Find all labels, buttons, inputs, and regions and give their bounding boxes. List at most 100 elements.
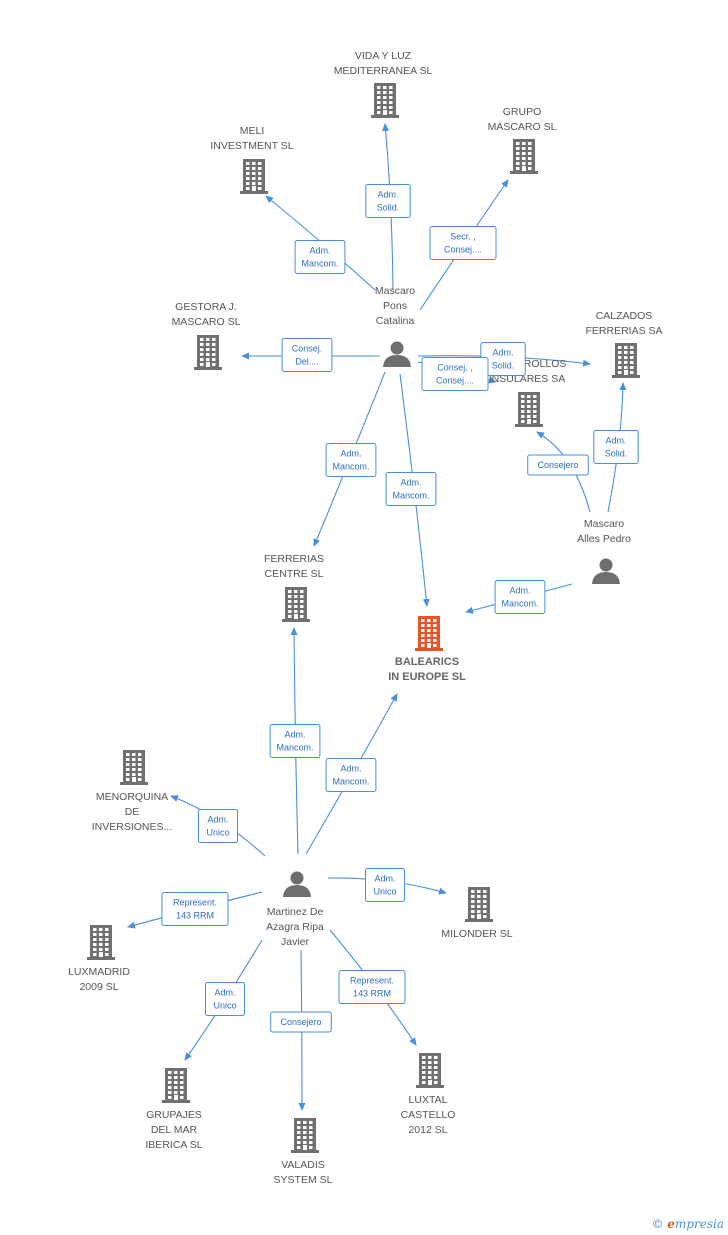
edge-pons-to-vida-label[interactable]: Adm.Solid. [365, 184, 411, 218]
edge-pons-to-calzados-label[interactable]: Adm.Solid. [480, 342, 526, 376]
edge-label-text: Solid. [492, 361, 515, 371]
building-icon [282, 587, 310, 622]
node-label: Mascaro [375, 285, 415, 297]
node-label: MASCARO SL [488, 121, 557, 133]
node-label: LUXMADRID [68, 966, 130, 978]
edge-label-box [269, 724, 321, 758]
node-label: MASCARO SL [172, 316, 241, 328]
edge-label-box [270, 1011, 332, 1033]
edge-label-text: Represent. [173, 898, 217, 908]
edge-pons-to-gestora-label[interactable]: Consej. Del.... [281, 338, 333, 372]
edge-label-box [421, 357, 489, 391]
node-label: Martinez De [267, 906, 324, 918]
edge-label-box [205, 982, 245, 1016]
edge-label-box [365, 184, 411, 218]
node-gestora[interactable]: GESTORA J.MASCARO SL [172, 301, 241, 370]
edge-pons-to-balearics-label[interactable]: Adm.Mancom. [385, 472, 437, 506]
edge-label-box [294, 240, 346, 274]
edge-label-text: Solid. [377, 203, 400, 213]
edge-label-box [527, 454, 589, 476]
node-label: VALADIS [281, 1159, 325, 1171]
edge-martinez-to-luxtal-label[interactable]: Represent.143 RRM [338, 970, 406, 1004]
edge-label-text: Consej. , [437, 363, 473, 373]
edge-label-text: Adm. [374, 874, 395, 884]
edge-alles-to-calzados-label[interactable]: Adm.Solid. [593, 430, 639, 464]
edge-label-text: Adm. [509, 586, 530, 596]
edge-label-text: Consej.... [436, 376, 474, 386]
edge-label-box [198, 809, 238, 843]
edge-martinez-to-luxmadrid-label[interactable]: Represent.143 RRM [161, 892, 229, 926]
edge-label-box [161, 892, 229, 926]
edge-label-box [325, 443, 377, 477]
edge-pons-to-desarrollos-label[interactable]: Consej. , Consej.... [421, 357, 489, 391]
edge-label-text: Adm. [340, 449, 361, 459]
edge-alles-to-desarrollos-label[interactable]: Consejero [527, 454, 589, 476]
edge-label-text: Adm. [207, 815, 228, 825]
edge-martinez-to-valadis-label[interactable]: Consejero [270, 1011, 332, 1033]
empresia-brand[interactable]: © empresia [651, 1217, 724, 1231]
edge-martinez-to-menorquina-label[interactable]: Adm.Unico [198, 809, 238, 843]
node-luxmadrid[interactable]: LUXMADRID 2009 SL [68, 925, 130, 993]
node-label: DE [125, 806, 140, 818]
node-valadis[interactable]: VALADIS SYSTEM SL [274, 1118, 333, 1186]
building-icon [371, 83, 399, 118]
edge-label-text: Consejero [537, 460, 578, 470]
edge-label-text: Solid. [605, 449, 628, 459]
building-icon [240, 159, 268, 194]
edge-martinez-to-grupajes-label[interactable]: Adm. Unico [205, 982, 245, 1016]
building-icon [162, 1068, 190, 1103]
edge-label-box [338, 970, 406, 1004]
edge-label-text: Consej. [292, 344, 323, 354]
node-label: MENORQUINA [96, 791, 168, 803]
edge-label-text: Adm. [400, 478, 421, 488]
edge-alles-to-balearics-label[interactable]: Adm.Mancom. [494, 580, 546, 614]
node-label: SYSTEM SL [274, 1174, 333, 1186]
edge-label-text: Secr. , [450, 232, 476, 242]
node-label: Mascaro [584, 518, 624, 530]
node-meli[interactable]: MELI INVESTMENT SL [210, 125, 294, 194]
node-label: INVESTMENT SL [210, 140, 293, 152]
node-label: MELI [240, 125, 265, 137]
edge-label-text: Adm. [214, 988, 235, 998]
node-label: Azagra Ripa [266, 921, 324, 933]
edge-label-text: Adm. [284, 730, 305, 740]
node-label: CALZADOS [596, 310, 653, 322]
edge-pons-to-meli-label[interactable]: Adm.Mancom. [294, 240, 346, 274]
edge-label-text: Del.... [295, 357, 319, 367]
edge-martinez-to-ferrerias-label[interactable]: Adm.Mancom. [269, 724, 321, 758]
edge-pons-to-ferrerias-label[interactable]: Adm.Mancom. [325, 443, 377, 477]
node-label: GRUPAJES [146, 1109, 202, 1121]
edge-label-box [593, 430, 639, 464]
edge-label-box [429, 226, 497, 260]
edge-label-text: Unico [373, 887, 396, 897]
node-milonder[interactable]: MILONDER SL [441, 887, 513, 940]
edge-pons-to-grupo-label[interactable]: Secr. ,Consej.... [429, 226, 497, 260]
node-label: CENTRE SL [265, 568, 324, 580]
building-icon [194, 335, 222, 370]
edge-martinez-to-milonder-label[interactable]: Adm. Unico [365, 868, 405, 902]
edge-label-text: Adm. [340, 764, 361, 774]
node-menorquina[interactable]: MENORQUINADEINVERSIONES... [92, 750, 173, 833]
edge-label-text: Consejero [280, 1017, 321, 1027]
node-label: Pons [383, 300, 407, 312]
edge-label-text: 143 RRM [353, 989, 391, 999]
node-label: 2009 SL [79, 981, 118, 993]
person-icon [283, 871, 311, 897]
edge-label-text: Mancom. [332, 777, 369, 787]
edge-label-text: Unico [213, 1001, 236, 1011]
building-icon [291, 1118, 319, 1153]
edge-label-box [385, 472, 437, 506]
person-icon [592, 558, 620, 584]
edge-martinez-to-balearics-label[interactable]: Adm. Mancom. [325, 758, 377, 792]
